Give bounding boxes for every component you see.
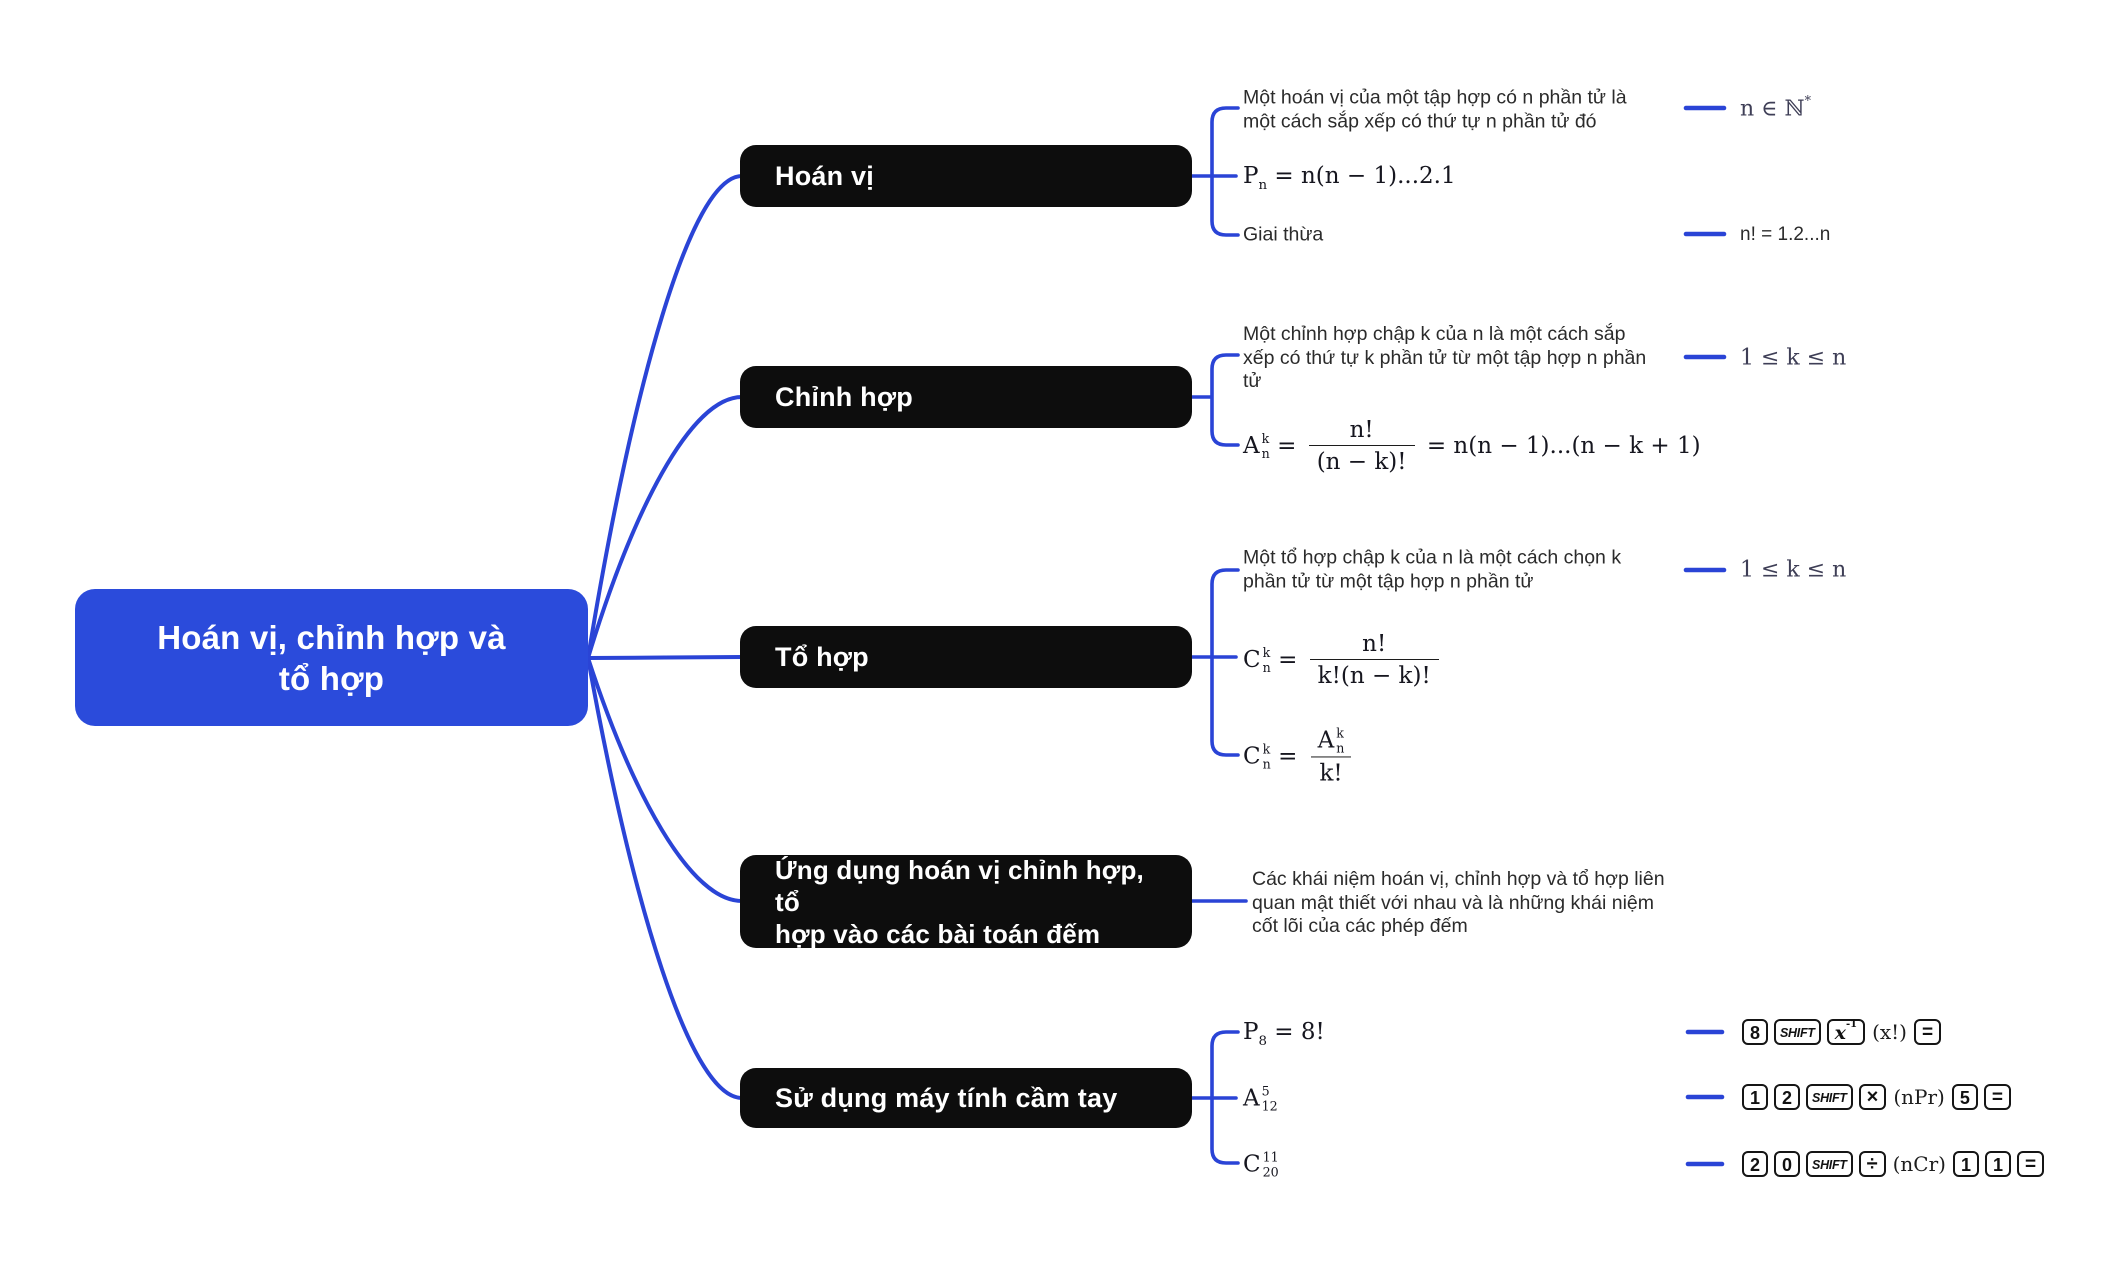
calc-key: =	[1983, 1084, 2011, 1110]
branch-label: Tổ hợp	[775, 641, 869, 672]
bracket-may-tinh	[1190, 1030, 1240, 1165]
branch-label: Ứng dụng hoán vị chỉnh hợp, tổ hợp vào c…	[775, 854, 1144, 949]
calc-key: 2	[1742, 1151, 1769, 1177]
bracket-to-hop	[1190, 568, 1240, 757]
bracket-chinh-hop	[1190, 353, 1240, 447]
calc-key: =	[1913, 1019, 1942, 1045]
child-node-chinh-hop-definition[interactable]: Một chỉnh hợp chập k của n là một cách s…	[1243, 322, 1647, 392]
branch-node-ung-dung[interactable]: Ứng dụng hoán vị chỉnh hợp, tổ hợp vào c…	[740, 854, 1192, 949]
calc-key: 0	[1774, 1151, 1801, 1177]
branch-node-chinh-hop[interactable]: Chỉnh hợp	[740, 366, 1192, 428]
annotation-k-range-1[interactable]: 1 ≤ k ≤ n	[1740, 345, 1847, 371]
calc-key: SHIFT	[1806, 1084, 1853, 1110]
calc-key-hint: (x!)	[1872, 1020, 1907, 1044]
curve-root-to-ung-dung	[586, 656, 744, 903]
calc-key-hint: (nPr)	[1893, 1085, 1945, 1109]
calc-key: ×	[1858, 1084, 1887, 1110]
curve-root-to-chinh-hop	[586, 395, 744, 660]
curve-root-to-hoan-vi	[586, 174, 744, 660]
annotation-factorial[interactable]: n! = 1.2...n	[1740, 224, 1831, 245]
calc-key: x-1	[1826, 1019, 1866, 1045]
child-node-ung-dung-note[interactable]: Các khái niệm hoán vị, chỉnh hợp và tổ h…	[1252, 867, 1665, 937]
branch-node-may-tinh[interactable]: Sử dụng máy tính cầm tay	[740, 1068, 1192, 1128]
annotation-k-range-2[interactable]: 1 ≤ k ≤ n	[1740, 557, 1847, 583]
calc-key: =	[2017, 1151, 2045, 1177]
branch-node-to-hop[interactable]: Tổ hợp	[740, 626, 1192, 688]
calc-key: 2	[1774, 1084, 1801, 1110]
curve-root-to-to-hop	[586, 655, 744, 660]
calc-key: SHIFT	[1774, 1019, 1821, 1045]
child-node-giai-thua[interactable]: Giai thừa	[1243, 223, 1324, 246]
calc-key: 1	[1742, 1084, 1769, 1110]
child-node-to-hop-definition[interactable]: Một tổ hợp chập k của n là một cách chọn…	[1243, 546, 1622, 593]
calc-key: 1	[1952, 1151, 1979, 1177]
child-node-hoan-vi-definition[interactable]: Một hoán vị của một tập hợp có n phần tử…	[1243, 86, 1627, 133]
bracket-hoan-vi	[1190, 106, 1240, 237]
calc-key: 8	[1742, 1019, 1769, 1045]
branch-label: Hoán vị	[775, 160, 874, 191]
branch-label: Sử dụng máy tính cầm tay	[775, 1082, 1118, 1113]
calc-key: SHIFT	[1806, 1151, 1853, 1177]
curve-root-to-may-tinh	[586, 656, 744, 1100]
calc-key: ÷	[1858, 1151, 1886, 1177]
branch-label: Chỉnh hợp	[775, 381, 913, 412]
calc-key: 1	[1985, 1151, 2012, 1177]
calc-key: 5	[1951, 1084, 1978, 1110]
root-node[interactable]: Hoán vị, chỉnh hợp và tổ hợp	[75, 589, 588, 726]
root-node-label: Hoán vị, chỉnh hợp và tổ hợp	[157, 618, 506, 697]
calc-key-hint: (nCr)	[1892, 1152, 1946, 1176]
annotation-n-in-N[interactable]: n ∈ ℕ*	[1740, 93, 1811, 122]
branch-node-hoan-vi[interactable]: Hoán vị	[740, 145, 1192, 207]
